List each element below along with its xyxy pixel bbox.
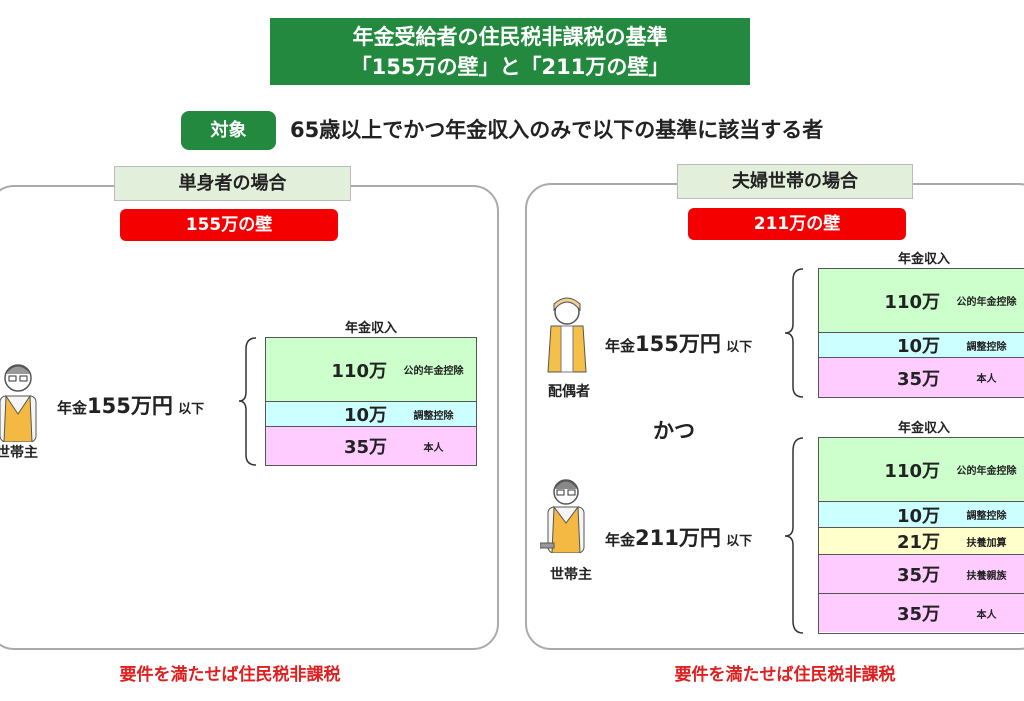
title-line-1: 年金受給者の住民税非課税の基準 [352, 25, 668, 49]
row-label: 公的年金控除 [956, 297, 1017, 308]
row-amount: 10万 [343, 405, 387, 426]
row-label: 調整控除 [413, 410, 454, 422]
household-head-illustration-icon [540, 479, 585, 553]
spouse-income-table: 110万 公的年金控除 10万 調整控除 35万 本人 [818, 268, 1024, 398]
row-amount: 35万 [896, 565, 940, 586]
table-row: 110万 公的年金控除 [266, 338, 476, 402]
row-amount: 110万 [331, 360, 387, 382]
condition-amount: 155万円 [635, 332, 721, 356]
spouse-label: 配偶者 [548, 384, 590, 400]
condition-amount: 211万円 [635, 526, 721, 550]
single-condition: 年金155万円 以下 [57, 390, 204, 420]
row-label: 本人 [976, 609, 997, 621]
spouse-illustration-icon [547, 297, 587, 373]
table-row: 35万 扶養親族 [819, 555, 1024, 594]
brace-icon [238, 337, 257, 466]
condition-suffix: 以下 [726, 340, 753, 355]
spouse-condition: 年金155万円 以下 [605, 328, 752, 358]
table-row: 35万 本人 [819, 358, 1024, 397]
couple-wall-badge: 211万の壁 [688, 208, 906, 240]
table-row: 35万 本人 [819, 594, 1024, 632]
row-amount: 35万 [896, 368, 940, 390]
condition-amount: 155万円 [87, 394, 173, 418]
page-title: 年金受給者の住民税非課税の基準 「155万の壁」と「211万の壁」 [270, 18, 750, 85]
conjunction-text: かつ [653, 419, 695, 443]
condition-suffix: 以下 [726, 534, 753, 549]
row-label: 調整控除 [966, 511, 1007, 522]
row-label: 扶養親族 [966, 570, 1007, 582]
spouse-table-label: 年金収入 [897, 252, 950, 267]
target-badge: 対象 [181, 111, 276, 150]
brace-icon [784, 268, 804, 398]
row-amount: 110万 [884, 291, 940, 313]
table-row: 10万 調整控除 [266, 402, 476, 427]
couple-head-condition: 年金211万円 以下 [605, 522, 752, 552]
condition-prefix: 年金 [605, 531, 636, 549]
table-row: 35万 本人 [266, 427, 476, 465]
row-label: 本人 [976, 374, 997, 385]
table-row: 10万 調整控除 [819, 502, 1024, 528]
condition-suffix: 以下 [178, 402, 205, 417]
table-row: 110万 公的年金控除 [819, 438, 1024, 502]
row-label: 本人 [423, 442, 444, 454]
row-label: 扶養加算 [966, 537, 1007, 549]
condition-prefix: 年金 [57, 399, 88, 417]
target-description: 65歳以上でかつ年金収入のみで以下の基準に該当する者 [290, 118, 824, 142]
row-amount: 10万 [896, 336, 940, 357]
row-label: 公的年金控除 [403, 366, 464, 377]
table-row: 21万 扶養加算 [819, 528, 1024, 555]
single-income-table: 110万 公的年金控除 10万 調整控除 35万 本人 [265, 337, 477, 466]
single-header: 単身者の場合 [114, 166, 351, 201]
head-income-table: 110万公的年金控除 10万調整控除 21万扶養加算 35万扶養親族 35万本人 [818, 437, 1024, 634]
couple-header: 夫婦世帯の場合 [677, 164, 913, 199]
single-wall-badge: 155万の壁 [120, 209, 338, 241]
row-amount: 35万 [896, 604, 940, 625]
couple-result: 要件を満たせば住民税非課税 [674, 665, 896, 685]
table-row: 110万 公的年金控除 [819, 269, 1024, 333]
single-person-label: 世帯主 [0, 445, 38, 461]
single-table-label: 年金収入 [344, 321, 397, 336]
row-label: 調整控除 [966, 341, 1007, 353]
row-amount: 110万 [884, 460, 940, 482]
household-head-illustration-icon [0, 364, 37, 442]
head-table-label: 年金収入 [897, 421, 950, 436]
row-amount: 21万 [896, 532, 940, 553]
couple-head-label: 世帯主 [550, 567, 592, 583]
condition-prefix: 年金 [605, 337, 636, 355]
table-row: 10万 調整控除 [819, 333, 1024, 358]
row-amount: 35万 [343, 437, 387, 458]
brace-icon [784, 437, 804, 634]
single-result: 要件を満たせば住民税非課税 [119, 665, 341, 685]
row-label: 公的年金控除 [956, 466, 1017, 477]
title-line-2: 「155万の壁」と「211万の壁」 [350, 55, 670, 79]
row-amount: 10万 [896, 505, 940, 527]
